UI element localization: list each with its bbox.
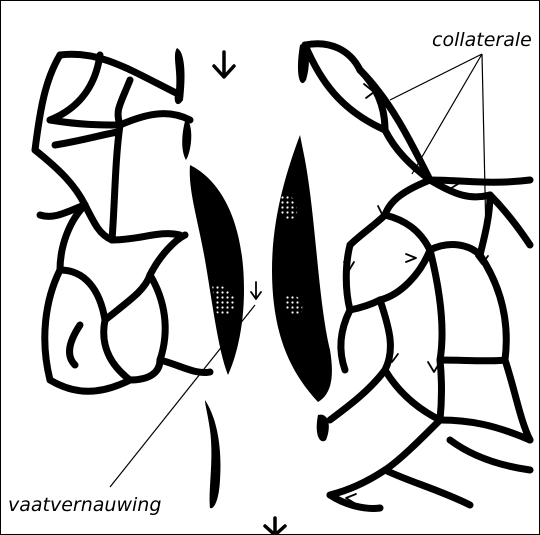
left-stenosis-plaque <box>190 165 244 375</box>
collateral-leader-lines <box>390 54 486 235</box>
left-vessel-network <box>35 54 210 391</box>
stenosis-leader-line <box>110 305 255 487</box>
stenosis-label: vaatvernauwing <box>8 494 161 516</box>
left-artery-wall-upper <box>175 48 185 104</box>
right-vessel-network <box>305 44 530 509</box>
stenosis-flow-arrow-icon <box>251 282 261 299</box>
flow-arrow-icon <box>406 254 416 262</box>
main-flow-arrow-top-icon <box>214 52 234 77</box>
left-artery-wall-lower <box>205 400 220 508</box>
right-stenosis-plaque <box>272 135 332 402</box>
main-flow-arrow-bottom-icon <box>265 518 285 535</box>
collaterals-label: collaterale <box>432 29 532 51</box>
left-artery-wall-segment <box>182 118 191 160</box>
